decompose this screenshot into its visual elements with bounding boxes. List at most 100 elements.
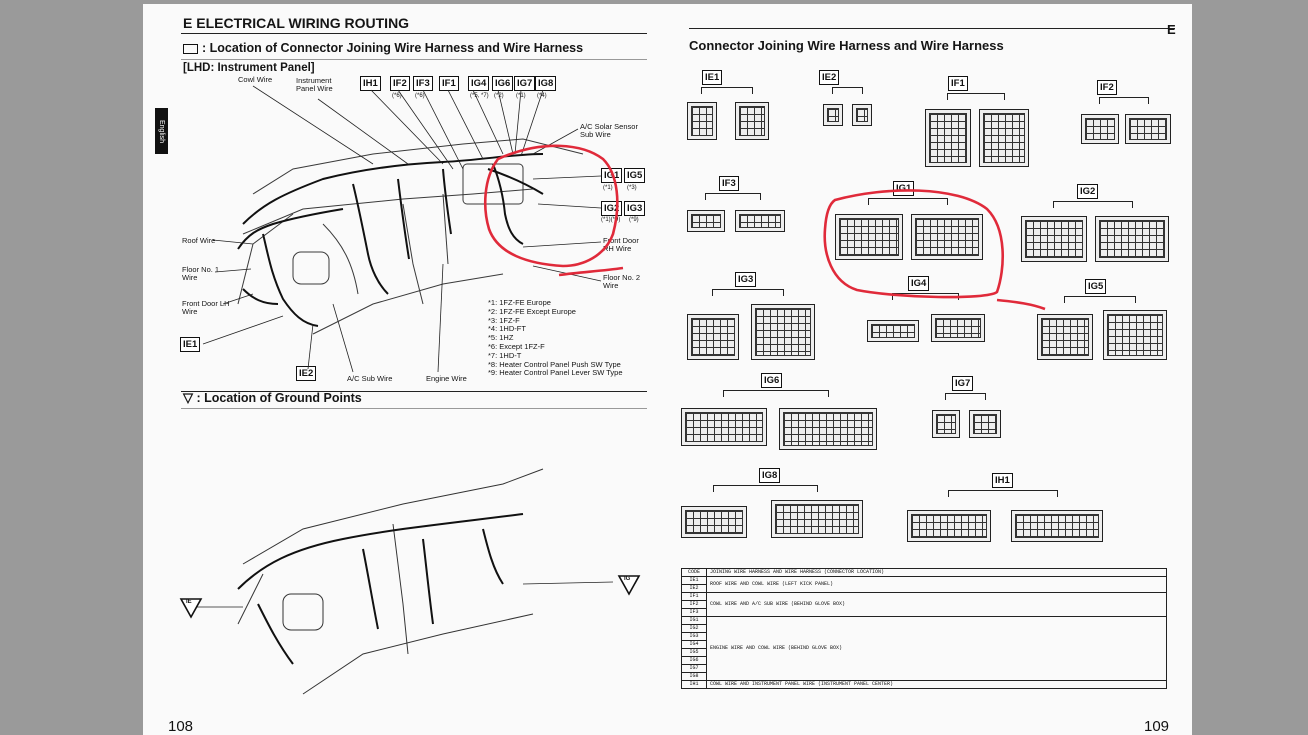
connector-shape-ie1 bbox=[687, 102, 717, 140]
note-if2: (*6) bbox=[392, 93, 402, 99]
connector-label-if3: IF3 bbox=[719, 176, 739, 191]
ig1-annotation bbox=[823, 189, 1046, 311]
connector-shape-ig3 bbox=[751, 304, 815, 360]
connector-shape-ig7 bbox=[969, 410, 1001, 438]
table-desc-cell: ENGINE WIRE AND COWL WIRE (BEHIND GLOVE … bbox=[706, 616, 1167, 681]
connector-ig1: IG1 bbox=[601, 168, 623, 183]
connector-label-ig1: IG1 bbox=[893, 181, 915, 196]
connector-shape-ig1 bbox=[835, 214, 903, 260]
footnote: *8: Heater Control Panel Push SW Type bbox=[488, 359, 621, 369]
connector-bracket bbox=[705, 193, 761, 200]
connector-shape-ig6 bbox=[681, 408, 767, 446]
table-code-cell: IG4 bbox=[681, 640, 707, 649]
table-code-cell: IG8 bbox=[681, 672, 707, 681]
connector-ie1: IE1 bbox=[180, 337, 201, 352]
connector-label-ig2: IG2 bbox=[1077, 184, 1099, 199]
table-code-cell: IG2 bbox=[681, 624, 707, 633]
connector-label-ie1: IE1 bbox=[702, 70, 723, 85]
connector-location-heading-text: Location of Connector Joining Wire Harne… bbox=[209, 41, 584, 55]
connector-ig4: IG4 bbox=[468, 76, 490, 91]
connector-bracket bbox=[947, 93, 1005, 100]
table-code-cell: IE1 bbox=[681, 576, 707, 585]
ground-symbol-ig: IG bbox=[617, 574, 641, 601]
connector-shape-ig3 bbox=[687, 314, 739, 360]
ground-points-heading-text: Location of Ground Points bbox=[204, 391, 362, 405]
label-instrument-panel-wire: Instrument Panel Wire bbox=[296, 76, 333, 93]
label-floor-no2: Floor No. 2 Wire bbox=[603, 273, 641, 290]
square-icon bbox=[183, 43, 198, 54]
connector-shape-if1 bbox=[925, 109, 971, 167]
connector-shape-if1 bbox=[979, 109, 1029, 167]
note-ig1: (*1) bbox=[603, 185, 613, 191]
connector-shape-if2 bbox=[1125, 114, 1171, 144]
label-roof-wire: Roof Wire bbox=[182, 236, 216, 245]
note-ig2: (*1)(*9) bbox=[601, 217, 621, 223]
section-title: E ELECTRICAL WIRING ROUTING bbox=[183, 15, 410, 31]
table-desc-cell: COWL WIRE AND INSTRUMENT PANEL WIRE (INS… bbox=[706, 680, 1167, 689]
footnote: *1: 1FZ-FE Europe bbox=[488, 298, 551, 307]
connector-shape-ig2 bbox=[1021, 216, 1087, 262]
note-if3: (*6) bbox=[415, 93, 425, 99]
connector-label-ig4: IG4 bbox=[908, 276, 930, 291]
lhd-label: [LHD: Instrument Panel] bbox=[183, 62, 315, 74]
table-code-cell: IE2 bbox=[681, 584, 707, 593]
connector-shape-ig7 bbox=[932, 410, 960, 438]
connector-bracket bbox=[1053, 201, 1133, 208]
connector-label-ig3: IG3 bbox=[735, 272, 757, 287]
footnote: *7: 1HD-T bbox=[488, 350, 522, 360]
connector-if2: IF2 bbox=[390, 76, 410, 91]
connector-if1: IF1 bbox=[439, 76, 459, 91]
page-number-right: 109 bbox=[1144, 718, 1170, 735]
ground-symbol-ig-label: IG bbox=[624, 576, 631, 582]
connector-label-if1: IF1 bbox=[948, 76, 968, 91]
page-108: E ELECTRICAL WIRING ROUTING : Location o… bbox=[143, 4, 667, 735]
label-ac-sub-wire: A/C Sub Wire bbox=[347, 374, 393, 383]
ground-points-heading: ▽ : Location of Ground Points bbox=[183, 390, 362, 405]
connector-location-heading: : Location of Connector Joining Wire Har… bbox=[183, 41, 583, 55]
manual-spread: E ELECTRICAL WIRING ROUTING : Location o… bbox=[143, 4, 1192, 735]
connector-shape-ig2 bbox=[1095, 216, 1169, 262]
language-tab: English bbox=[155, 108, 168, 154]
connector-label-ih1: IH1 bbox=[992, 473, 1013, 488]
table-code-cell: IG3 bbox=[681, 632, 707, 641]
connector-shape-ie2 bbox=[852, 104, 872, 126]
footnote: *2: 1FZ-FE Except Europe bbox=[488, 306, 576, 316]
note-ig5: (*3) bbox=[627, 185, 637, 191]
table-code-cell: IG6 bbox=[681, 656, 707, 665]
connector-bracket bbox=[701, 87, 753, 94]
table-desc-cell: ROOF WIRE AND COWL WIRE (LEFT KICK PANEL… bbox=[706, 576, 1167, 593]
connector-ih1: IH1 bbox=[360, 76, 381, 91]
right-page-title: Connector Joining Wire Harness and Wire … bbox=[689, 38, 1004, 53]
connector-bracket bbox=[868, 198, 948, 205]
connector-shape-ig5 bbox=[1037, 314, 1093, 360]
page-number-left: 108 bbox=[168, 718, 194, 735]
connector-bracket bbox=[723, 390, 829, 397]
triangle-icon: ▽ bbox=[183, 390, 193, 405]
connector-ig3: IG3 bbox=[624, 201, 646, 216]
connector-shape-ig4 bbox=[867, 320, 919, 342]
table-code-cell: IH1 bbox=[681, 680, 707, 689]
connector-shape-ig8 bbox=[681, 506, 747, 538]
note-ig3: (*9) bbox=[629, 217, 639, 223]
footnote: *4: 1HD-FT bbox=[488, 324, 526, 334]
connector-bracket bbox=[945, 393, 986, 400]
wiring-diagram bbox=[195, 85, 624, 695]
label-cowl-wire: Cowl Wire bbox=[238, 75, 273, 84]
connector-shape-if3 bbox=[687, 210, 725, 232]
label-front-door-lh: Front Door LH Wire bbox=[182, 299, 230, 316]
label-ac-solar-sensor: A/C Solar Sensor Sub Wire bbox=[580, 122, 638, 139]
note-ig8: (*4) bbox=[537, 93, 547, 99]
connector-ig6: IG6 bbox=[492, 76, 514, 91]
label-front-door-rh: Front Door RH Wire bbox=[603, 236, 639, 253]
connector-label-ig7: IG7 bbox=[952, 376, 974, 391]
connector-shape-ig4 bbox=[931, 314, 985, 342]
table-code-cell: IG1 bbox=[681, 616, 707, 625]
table-code-cell: IF1 bbox=[681, 592, 707, 601]
connector-label-ig6: IG6 bbox=[761, 373, 783, 388]
table-code-cell: IG5 bbox=[681, 648, 707, 657]
